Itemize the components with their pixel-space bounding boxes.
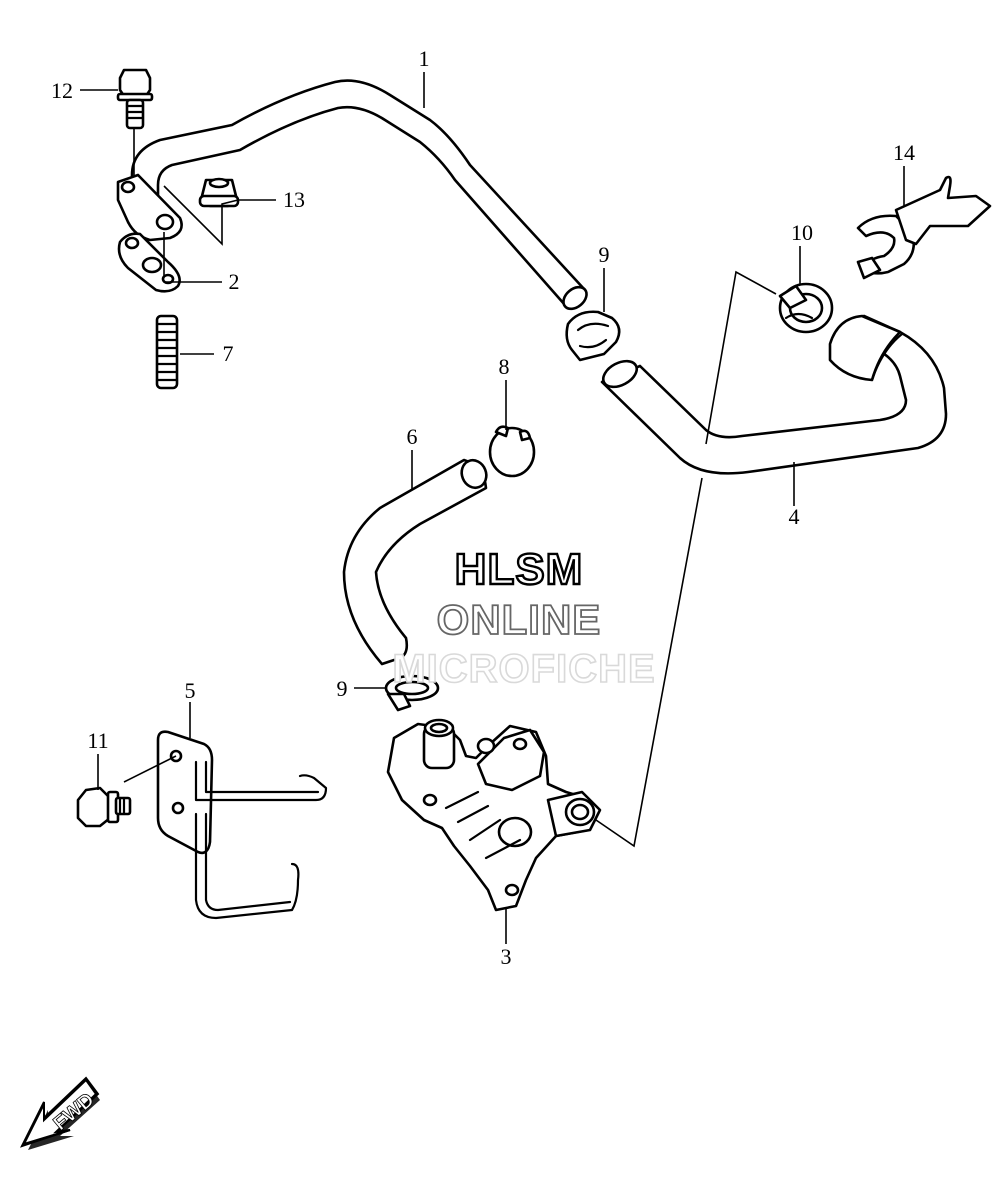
bolt-11[interactable] xyxy=(76,786,132,828)
callout-11[interactable]: 11 xyxy=(87,728,108,753)
clamp-10[interactable] xyxy=(778,282,834,334)
nut-13[interactable] xyxy=(198,177,240,208)
stud-7[interactable] xyxy=(155,314,179,390)
fwd-arrow-badge: FWD xyxy=(20,1076,100,1150)
clamp-9-lower[interactable] xyxy=(384,674,440,712)
bolt-12[interactable] xyxy=(116,68,154,130)
callout-9-lower[interactable]: 9 xyxy=(337,676,348,701)
callout-2[interactable]: 2 xyxy=(229,269,240,294)
callout-5[interactable]: 5 xyxy=(185,678,196,703)
pipe-1[interactable] xyxy=(130,79,591,314)
clamp-14[interactable] xyxy=(856,175,992,280)
pipe-flange xyxy=(116,173,183,242)
callout-4[interactable]: 4 xyxy=(789,504,800,529)
callout-7[interactable]: 7 xyxy=(223,341,234,366)
callout-3[interactable]: 3 xyxy=(501,944,512,969)
callout-13[interactable]: 13 xyxy=(283,187,305,212)
callout-6[interactable]: 6 xyxy=(407,424,418,449)
callout-10[interactable]: 10 xyxy=(791,220,813,245)
watermark: HLSM ONLINE MICROFICHE xyxy=(392,544,656,692)
valve-3[interactable] xyxy=(386,718,602,912)
cap-8[interactable] xyxy=(488,425,536,478)
callout-14[interactable]: 14 xyxy=(893,140,915,165)
leader-lines xyxy=(80,72,905,944)
watermark-line-2: ONLINE xyxy=(437,596,602,643)
watermark-line-1: HLSM xyxy=(455,545,584,594)
hose-6[interactable] xyxy=(342,457,490,666)
bracket-5[interactable] xyxy=(156,730,328,920)
gasket-2[interactable] xyxy=(117,232,181,293)
callout-12[interactable]: 12 xyxy=(51,78,73,103)
hose-4[interactable] xyxy=(599,314,948,475)
callout-9-upper[interactable]: 9 xyxy=(599,242,610,267)
callout-8[interactable]: 8 xyxy=(499,354,510,379)
watermark-line-3: MICROFICHE xyxy=(392,647,655,691)
callout-1[interactable]: 1 xyxy=(419,46,430,71)
callouts: 1 12 13 2 7 14 10 9 8 6 4 9 5 11 3 xyxy=(51,46,915,969)
clamp-9-upper[interactable] xyxy=(565,310,621,362)
